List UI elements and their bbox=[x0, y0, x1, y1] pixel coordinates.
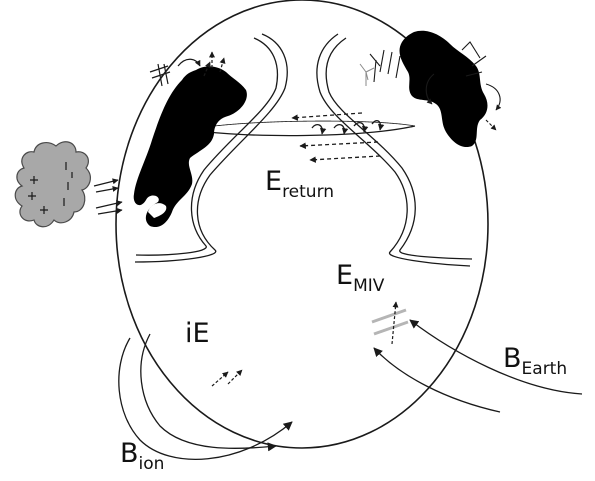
b-earth-subscript: Earth bbox=[522, 359, 568, 379]
ie-symbol: iE bbox=[185, 318, 210, 349]
b-ion-subscript: ion bbox=[139, 454, 165, 474]
return-current-arrows bbox=[292, 113, 380, 160]
polar-cap-ring-back bbox=[190, 121, 415, 130]
e-miv-symbol: E bbox=[336, 260, 353, 291]
miv-field-strips bbox=[372, 310, 408, 334]
continent-left bbox=[134, 66, 247, 227]
charged-cloud bbox=[15, 142, 90, 227]
b-ion-symbol: B bbox=[120, 438, 139, 469]
e-miv-subscript: MIV bbox=[353, 276, 384, 296]
miv-field-arrows bbox=[392, 302, 396, 344]
b-ion-label: Bion bbox=[120, 440, 164, 473]
e-miv-label: EMIV bbox=[336, 262, 384, 295]
e-return-subscript: return bbox=[282, 182, 334, 202]
ie-arrows bbox=[212, 370, 242, 386]
ie-label: iE bbox=[185, 320, 210, 347]
e-return-symbol: E bbox=[265, 166, 282, 197]
b-earth-symbol: B bbox=[503, 343, 522, 374]
polar-cap-ring bbox=[190, 126, 415, 136]
wind-turbine bbox=[360, 64, 374, 86]
b-earth-label: BEarth bbox=[503, 345, 567, 378]
e-return-label: Ereturn bbox=[265, 168, 334, 201]
